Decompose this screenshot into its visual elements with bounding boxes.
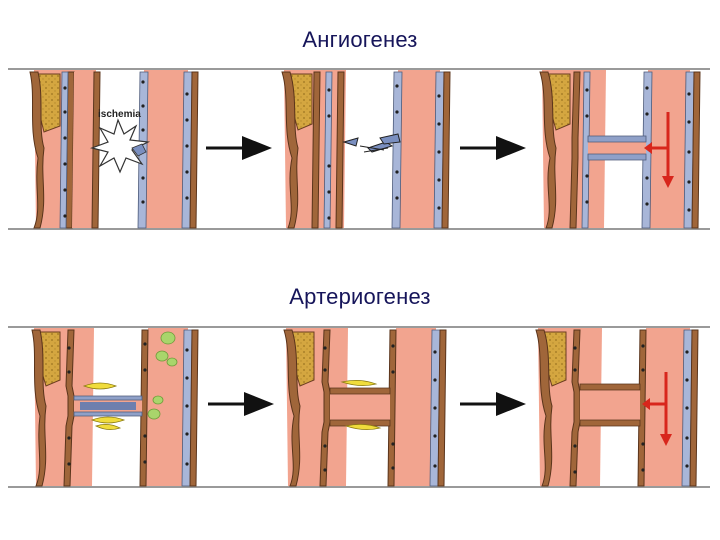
- angiogenesis-panel: ischemia: [8, 68, 710, 230]
- sprouting-cells: [342, 133, 401, 153]
- arteriogenesis-title: Артериогенез: [289, 284, 431, 309]
- ischemia-label: ischemia: [98, 109, 141, 120]
- ischemia-burst-icon: ischemia: [89, 109, 151, 174]
- arteriogenesis-panel: [8, 326, 710, 488]
- stage-1: [31, 328, 199, 487]
- endothelial-dots: [63, 80, 189, 218]
- stage-2: [283, 328, 447, 487]
- enlarging-collateral: [329, 380, 391, 430]
- stage-2: [281, 70, 451, 229]
- new-capillary: [587, 135, 647, 161]
- stage-3: [539, 70, 701, 229]
- stage-1: ischemia: [29, 70, 199, 229]
- collateral-vessel: [73, 395, 143, 417]
- yellow-cells-icon: [82, 382, 126, 430]
- left-vessel: [29, 70, 101, 229]
- green-cells-icon: [147, 331, 178, 420]
- angiogenesis-title: Ангиогенез: [302, 27, 418, 52]
- right-vessel: [137, 70, 199, 229]
- stage-3: [535, 328, 699, 487]
- mature-artery: [579, 383, 641, 427]
